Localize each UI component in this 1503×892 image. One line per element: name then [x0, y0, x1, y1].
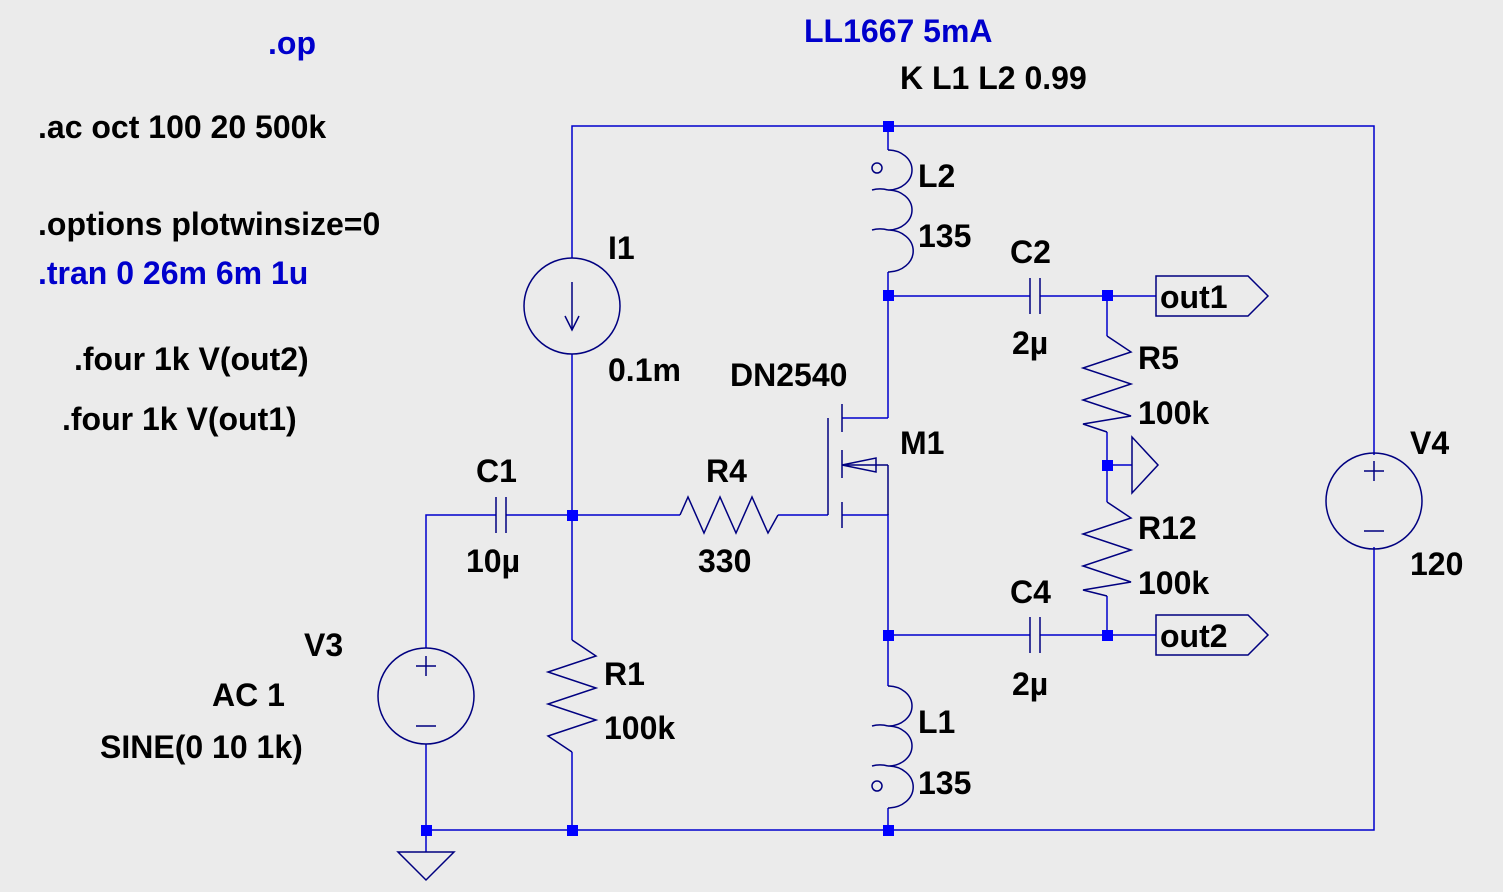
junction-dot — [567, 510, 578, 521]
junction-dot — [883, 121, 894, 132]
directive-options[interactable]: .options plotwinsize=0 — [38, 206, 380, 242]
wires — [425, 125, 1375, 852]
c1-name: C1 — [476, 453, 517, 489]
com-reference-icon — [1131, 435, 1160, 495]
m1-name: M1 — [900, 425, 944, 461]
net-label-out2-text: out2 — [1160, 618, 1228, 654]
r5-value: 100k — [1138, 395, 1209, 431]
directive-four-out1[interactable]: .four 1k V(out1) — [62, 401, 297, 437]
directive-coupling[interactable]: K L1 L2 0.99 — [900, 60, 1087, 96]
v3-ac: AC 1 — [212, 677, 285, 713]
mosfet-icon[interactable] — [827, 404, 889, 528]
inductor-icon[interactable] — [871, 149, 914, 273]
r4-name: R4 — [706, 453, 747, 489]
l2-value: 135 — [918, 218, 971, 254]
capacitor-icon[interactable] — [1029, 617, 1041, 653]
c1-value: 10µ — [466, 543, 520, 579]
l1-name: L1 — [918, 704, 955, 740]
transformer-note[interactable]: LL1667 5mA — [804, 13, 993, 49]
resistor-icon[interactable] — [679, 495, 779, 535]
r12-name: R12 — [1138, 510, 1197, 546]
l1-value: 135 — [918, 765, 971, 801]
junction-dot — [567, 825, 578, 836]
l2-name: L2 — [918, 158, 955, 194]
wire-v3-c1 — [425, 514, 496, 648]
r4-value: 330 — [698, 543, 751, 579]
directive-op[interactable]: .op — [268, 25, 316, 61]
junction-dot — [1102, 290, 1113, 301]
c4-value: 2µ — [1012, 666, 1048, 702]
c2-value: 2µ — [1012, 325, 1048, 361]
wire-source-l1 — [842, 514, 889, 686]
net-label-out1-text: out1 — [1160, 279, 1228, 315]
i1-value: 0.1m — [608, 352, 681, 388]
junctions — [421, 121, 1113, 836]
junction-dot — [1102, 460, 1113, 471]
capacitor-icon[interactable] — [1029, 278, 1041, 314]
wire-bottom-rail — [426, 547, 1375, 831]
junction-dot — [1102, 630, 1113, 641]
junction-dot — [421, 825, 432, 836]
resistor-icon[interactable] — [1080, 335, 1134, 433]
voltage-source-icon[interactable] — [377, 647, 475, 745]
net-label-out1[interactable]: out1 — [1155, 275, 1270, 317]
c4-name: C4 — [1010, 574, 1051, 610]
r12-value: 100k — [1138, 565, 1209, 601]
junction-dot — [883, 290, 894, 301]
junction-dot — [883, 630, 894, 641]
v3-value: SINE(0 10 1k) — [100, 729, 303, 765]
inductor-icon[interactable] — [871, 685, 914, 809]
directive-tran[interactable]: .tran 0 26m 6m 1u — [38, 255, 308, 291]
v4-value: 120 — [1410, 546, 1463, 582]
current-source-icon[interactable] — [523, 257, 621, 355]
c2-name: C2 — [1010, 234, 1051, 270]
v4-name: V4 — [1410, 425, 1449, 461]
m1-model: DN2540 — [730, 357, 847, 393]
net-label-out2[interactable]: out2 — [1155, 614, 1270, 656]
directive-four-out2[interactable]: .four 1k V(out2) — [74, 341, 309, 377]
junction-dot — [883, 825, 894, 836]
directive-ac[interactable]: .ac oct 100 20 500k — [38, 109, 326, 145]
wire-top-rail — [571, 125, 1375, 455]
capacitor-icon[interactable] — [495, 497, 507, 533]
voltage-source-icon[interactable] — [1325, 452, 1423, 550]
i1-name: I1 — [608, 230, 635, 266]
resistor-icon[interactable] — [545, 639, 599, 753]
r1-value: 100k — [604, 710, 675, 746]
resistor-icon[interactable] — [1080, 501, 1134, 597]
r1-name: R1 — [604, 656, 645, 692]
v3-name: V3 — [304, 627, 343, 663]
ground-icon — [396, 851, 456, 882]
r5-name: R5 — [1138, 340, 1179, 376]
